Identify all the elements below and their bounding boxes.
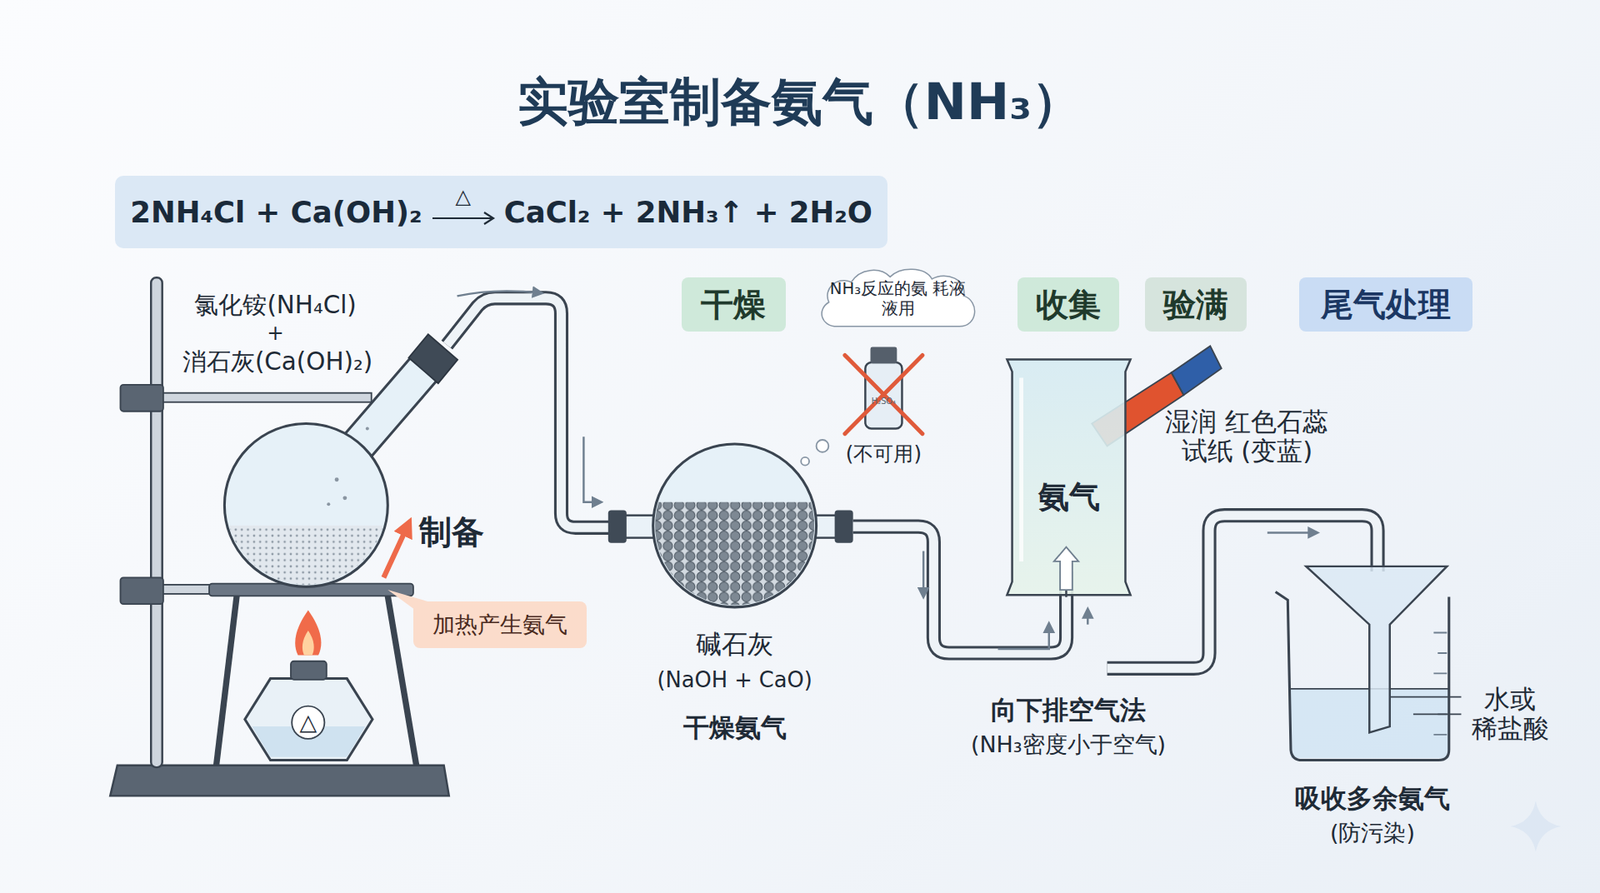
arrow-line: [432, 212, 494, 225]
jar-highlight: [1019, 377, 1024, 561]
box-text: 干燥: [700, 286, 766, 323]
part-label: 消石灰(Ca(OH)₂): [182, 348, 373, 377]
box-text: 尾气处理: [1320, 286, 1451, 323]
glass-tube: [446, 298, 612, 529]
powder-dot: [326, 502, 330, 506]
thought-bubble: [816, 440, 830, 453]
sparkle: [1510, 801, 1561, 853]
box-text: 验满: [1163, 286, 1229, 323]
clamp-boss: [120, 577, 163, 605]
glass-tube-inner: [446, 298, 612, 529]
tripod-leg: [216, 595, 237, 765]
thought-cloud: NH₃反应的氨 耗液液用: [816, 267, 980, 331]
cross-mark: [845, 355, 923, 434]
part-label: (不可用): [845, 442, 922, 466]
stand-base: [110, 765, 450, 797]
part-label: 湿润 红色石蕊试纸 (变蓝): [1155, 407, 1339, 466]
bottle-cap: [870, 347, 897, 365]
equation-box: 2NH₄Cl + Ca(OH)₂ △ CaCl₂ + 2NH₃↑ + 2H₂O: [115, 175, 888, 249]
part-label: (NH₃密度小于空气): [970, 731, 1166, 758]
soda-lime-granules: [653, 502, 817, 615]
flame: [295, 610, 321, 656]
callout-box: 加热产生氨气: [413, 601, 587, 648]
jar-outline: [1007, 359, 1131, 595]
part-label: 干燥氨气: [683, 714, 787, 744]
flow-arrow: [583, 436, 600, 502]
cloud-text: NH₃反应的氨 耗液液用: [830, 279, 967, 319]
flow-arrow: [1086, 610, 1089, 625]
step-tag: 尾气处理: [1299, 277, 1473, 332]
powder-dot: [365, 427, 370, 431]
diagram-title: 实验室制备氨气（NH₃）: [517, 72, 1083, 131]
litmus-paper-blue: [1171, 345, 1222, 395]
clamp-arm: [162, 393, 372, 403]
step-tag: 收集: [1017, 277, 1120, 332]
part-label: (防污染): [1330, 820, 1415, 847]
jar-shape: [1005, 357, 1133, 598]
step-tag: 干燥: [681, 277, 786, 332]
equation-text: 2NH₄Cl + Ca(OH)₂: [130, 195, 422, 230]
up-arrow: [1054, 546, 1079, 590]
equation-text: CaCl₂ + 2NH₃↑ + 2H₂O: [504, 195, 873, 230]
step-tag: 验满: [1145, 277, 1247, 332]
stand-rod: [150, 277, 162, 768]
part-label: △: [299, 709, 317, 735]
alcohol-lamp: [245, 679, 373, 761]
tube-cap: [608, 510, 627, 544]
part-label: +: [266, 321, 285, 345]
flow-arrow: [998, 625, 1050, 650]
heat-symbol: △: [430, 186, 496, 207]
part-label: 向下排空气法: [990, 696, 1146, 726]
flow-arrow: [922, 551, 925, 597]
reagent-powder: [219, 525, 393, 598]
part-label: 吸收多余氨气: [1295, 784, 1450, 814]
part-label: 氯化铵(NH₄Cl): [194, 291, 356, 320]
cloud-outline: [821, 269, 975, 327]
part-label: H₂SO₄: [871, 397, 896, 407]
lamp-neck: [290, 661, 327, 680]
box-text: 收集: [1035, 286, 1101, 323]
clamp-boss: [120, 385, 163, 412]
jar-text: 氨气: [1005, 477, 1133, 519]
part-label: 碱石灰: [695, 630, 774, 660]
flame-core: [302, 630, 315, 655]
powder-dot: [342, 495, 347, 500]
flow-arrow: [1267, 531, 1317, 534]
heat-symbol-bg: [291, 706, 325, 740]
reaction-arrow: △: [430, 186, 496, 237]
tripod-leg: [387, 595, 416, 765]
part-label: (NaOH + CaO): [656, 668, 812, 694]
part-label: 水或 稀盐酸: [1469, 685, 1551, 744]
powder-dot: [335, 477, 340, 482]
box-text: 加热产生氨气: [432, 612, 568, 638]
gas-jar: 氨气: [1005, 357, 1133, 598]
graduation-marks: [1433, 632, 1447, 735]
inverted-funnel: [1305, 566, 1447, 734]
leader-line: [1390, 697, 1462, 715]
thought-bubble: [800, 457, 810, 466]
flow-arrow: [457, 290, 541, 296]
part-label: 制备: [419, 514, 485, 552]
tube-cap: [835, 510, 854, 544]
heat-arrow: [383, 525, 408, 579]
